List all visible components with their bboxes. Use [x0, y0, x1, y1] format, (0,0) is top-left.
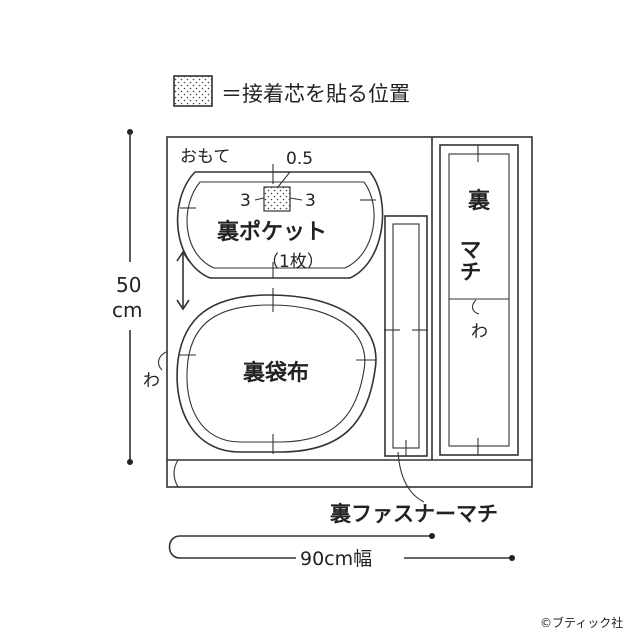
fold-mark-left: わ	[143, 351, 167, 391]
dotted-square-icon	[173, 75, 213, 107]
pocket-count: （1枚）	[262, 252, 324, 272]
gusset-piece: 裏 マチ わ	[439, 144, 519, 456]
gusset-fold-mark: わ	[471, 322, 488, 342]
width-label: 90cm幅	[300, 548, 372, 570]
zipper-gusset-piece	[384, 215, 428, 503]
zipper-gusset-name: 裏ファスナーマチ	[329, 502, 498, 526]
vertical-double-arrow	[176, 250, 190, 311]
pocket-dim-left: 3	[240, 191, 251, 211]
fold-mark-text: わ	[143, 371, 160, 391]
fabric-outline	[166, 136, 533, 488]
legend-text: ＝接着芯を貼る位置	[221, 82, 410, 106]
gusset-name-line1: 裏	[468, 188, 491, 214]
side-label: おもて	[180, 147, 230, 167]
interfacing-patch	[263, 186, 291, 212]
bag-name: 裏袋布	[243, 360, 309, 386]
legend: ＝接着芯を貼る位置	[173, 75, 410, 107]
pocket-dim-top: 0.5	[286, 149, 313, 169]
height-label-number: 50	[116, 273, 141, 297]
height-dimension: 50 cm	[112, 129, 142, 465]
bag-piece: 裏袋布	[176, 288, 377, 454]
height-label-unit: cm	[112, 298, 142, 322]
copyright: ©ブティック社	[540, 615, 623, 630]
pocket-dim-right: 3	[305, 191, 316, 211]
pocket-piece: 0.5 3 3 裏ポケット （1枚）	[176, 149, 384, 279]
width-dimension: 90cm幅	[168, 533, 515, 570]
gusset-name-line2: マチ	[456, 238, 481, 282]
pocket-name: 裏ポケット	[217, 219, 327, 245]
